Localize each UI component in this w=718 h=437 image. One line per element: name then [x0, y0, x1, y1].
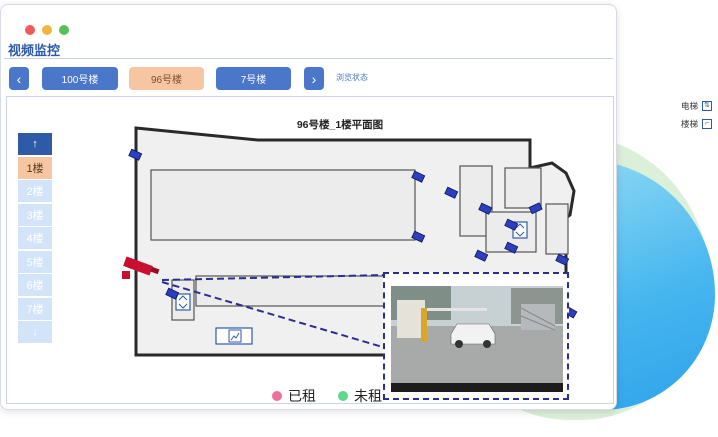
prev-building-button[interactable]: ‹	[9, 67, 29, 90]
plan-title: 96号楼_1楼平面图	[296, 119, 384, 131]
camera-icon[interactable]	[504, 218, 519, 231]
minimize-dot[interactable]	[42, 25, 52, 35]
camera-icon[interactable]	[528, 202, 543, 215]
stairs-icon: ⌐	[702, 119, 712, 129]
next-building-button[interactable]: ›	[304, 67, 324, 90]
floor-item-7[interactable]: 7楼	[18, 297, 52, 320]
floor-item-6[interactable]: 6楼	[18, 274, 52, 296]
preview-status-link[interactable]: 浏览状态	[336, 73, 368, 82]
room-large	[150, 169, 416, 241]
floor-item-2[interactable]: 2楼	[18, 180, 52, 202]
building-tab-100[interactable]: 100号楼	[42, 67, 118, 90]
legend-dot-rented	[272, 391, 282, 401]
video-controls[interactable]	[391, 383, 563, 392]
building-tab-96[interactable]: 96号楼	[129, 67, 204, 90]
legend-label-vacant: 未租	[354, 388, 382, 404]
camera-view-line-bottom	[161, 281, 387, 349]
camera-icon[interactable]	[504, 241, 519, 254]
elevator-key: 电梯 ⇅	[681, 100, 712, 112]
building-tab-7[interactable]: 7号楼	[216, 67, 291, 90]
camera-icon[interactable]	[165, 287, 180, 300]
camera-icon[interactable]	[128, 148, 143, 161]
room-east-4	[545, 203, 569, 255]
legend-dot-vacant	[338, 391, 348, 401]
camera-icon[interactable]	[444, 186, 459, 199]
stairs-icon	[215, 327, 253, 345]
camera-icon[interactable]	[411, 230, 426, 243]
room-corridor	[195, 275, 387, 307]
room-east-2	[504, 167, 542, 209]
legend-label-rented: 已租	[288, 388, 316, 404]
video-frame	[391, 286, 563, 392]
camera-icon[interactable]	[474, 249, 489, 262]
stairs-key-label: 楼梯	[680, 119, 698, 129]
active-camera-icon[interactable]	[122, 256, 160, 279]
app-title: 视频监控	[8, 43, 61, 58]
floor-item-5[interactable]: 5楼	[18, 250, 52, 273]
floor-up-button[interactable]: ↑	[18, 133, 52, 155]
window-controls	[25, 25, 69, 35]
legend-item-vacant: 未租	[338, 386, 382, 406]
camera-icon[interactable]	[411, 170, 426, 183]
legend-item-rented: 已租	[272, 386, 316, 406]
floor-item-1[interactable]: 1楼	[18, 156, 52, 179]
elevator-icon	[175, 293, 191, 311]
maximize-dot[interactable]	[59, 25, 69, 35]
title-divider	[4, 58, 613, 59]
floor-item-4[interactable]: 4楼	[18, 227, 52, 249]
chevron-left-icon: ‹	[16, 70, 22, 87]
floor-down-button[interactable]: ↓	[18, 321, 52, 343]
rental-legend: 已租 未租	[272, 386, 382, 406]
camera-video-preview[interactable]	[383, 272, 569, 400]
camera-icon[interactable]	[478, 202, 493, 215]
elevator-key-label: 电梯	[680, 101, 698, 111]
chevron-right-icon: ›	[311, 70, 317, 87]
elevator-icon: ⇅	[702, 101, 712, 111]
camera-view-line-top	[161, 274, 387, 281]
floor-item-3[interactable]: 3楼	[18, 203, 52, 226]
stairs-key: 楼梯 ⌐	[681, 118, 712, 130]
floor-selector: ↑ 1楼 2楼 3楼 4楼 5楼 6楼 7楼 ↓	[18, 133, 52, 345]
camera-icon[interactable]	[555, 253, 570, 266]
close-dot[interactable]	[25, 25, 35, 35]
